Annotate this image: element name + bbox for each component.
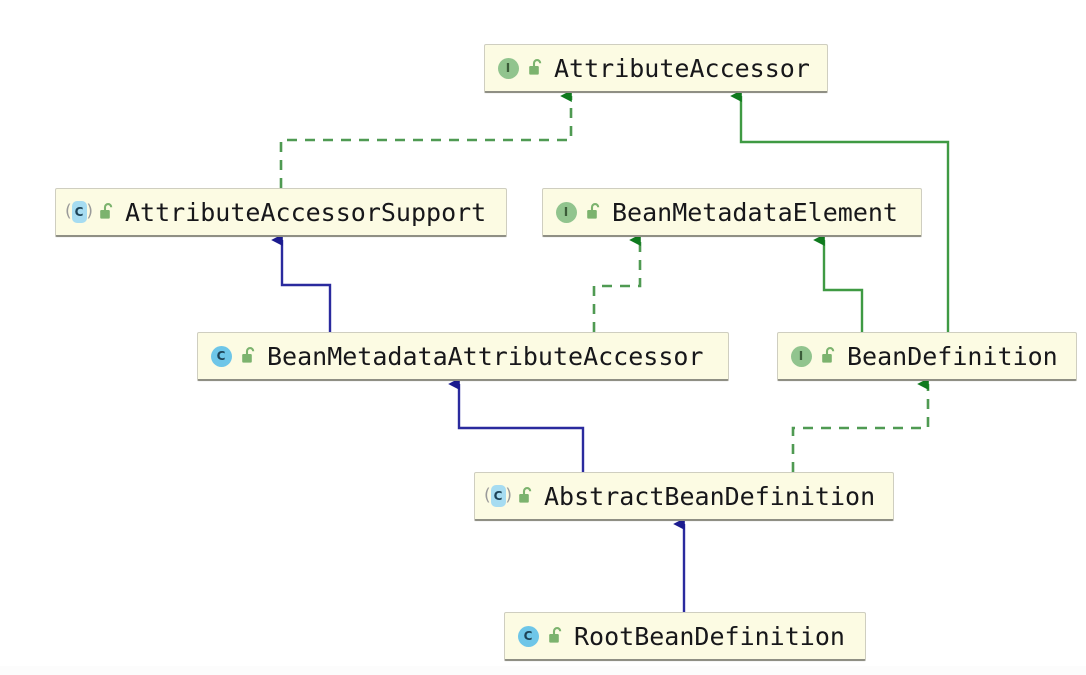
class-icon: C (207, 343, 235, 369)
interface-icon: I (787, 343, 815, 369)
edge-abd-extends-bmaa (448, 377, 585, 472)
class-node-root-bean-definition[interactable]: C RootBeanDefinition (504, 612, 866, 661)
class-node-bean-definition[interactable]: I BeanDefinition (777, 332, 1077, 381)
class-node-abstract-bean-definition[interactable]: ( C ) AbstractBeanDefinition (474, 472, 894, 521)
unlocked-padlock-icon (542, 626, 565, 646)
class-node-bean-metadata-element[interactable]: I BeanMetadataElement (542, 188, 922, 237)
unlocked-padlock-icon (522, 58, 545, 78)
class-node-label: AbstractBeanDefinition (544, 481, 876, 511)
class-node-label: BeanMetadataAttributeAccessor (267, 341, 704, 371)
abstract-class-icon: ( C ) (484, 485, 512, 507)
interface-icon: I (494, 55, 522, 81)
unlocked-padlock-icon (815, 346, 838, 366)
unlocked-padlock-icon (93, 202, 116, 222)
unlocked-padlock-icon (235, 346, 258, 366)
class-icon: C (514, 623, 542, 649)
class-node-attribute-accessor-support[interactable]: ( C ) AttributeAccessorSupport (55, 188, 507, 237)
class-node-label: AttributeAccessorSupport (125, 197, 487, 227)
class-node-bean-metadata-attribute-accessor[interactable]: C BeanMetadataAttributeAccessor (197, 332, 729, 381)
unlocked-padlock-icon (580, 202, 603, 222)
edge-abd-implements-bd (791, 377, 930, 472)
edge-bmaa-implements-bme (592, 233, 642, 332)
edge-bmaa-extends-aas (271, 233, 332, 332)
edge-bd-extends-bme (813, 233, 864, 332)
interface-icon: I (552, 199, 580, 225)
class-node-label: BeanDefinition (847, 341, 1058, 371)
edge-aas-implements-aa (279, 89, 573, 188)
class-node-label: BeanMetadataElement (612, 197, 898, 227)
unlocked-padlock-icon (512, 486, 535, 506)
class-node-label: AttributeAccessor (554, 53, 810, 83)
abstract-class-icon: ( C ) (65, 201, 93, 223)
class-node-attribute-accessor[interactable]: I AttributeAccessor (484, 44, 828, 93)
bottom-strip (0, 666, 1086, 675)
class-node-label: RootBeanDefinition (574, 621, 845, 651)
